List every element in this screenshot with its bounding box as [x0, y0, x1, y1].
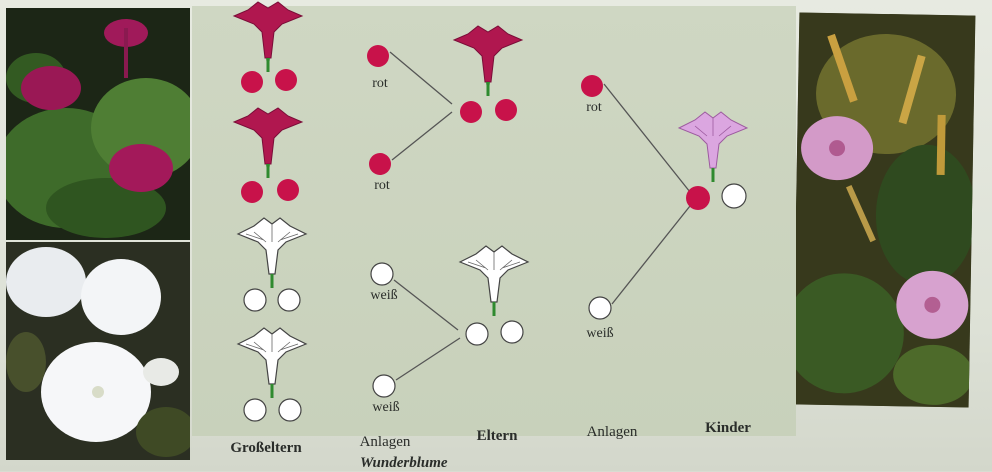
grandparent-white-flower-1 [238, 218, 306, 288]
red-allele [275, 69, 297, 91]
red-allele [495, 99, 517, 121]
white-allele [501, 321, 523, 343]
connector-line [392, 112, 452, 160]
parent-red-flower [454, 26, 522, 96]
anlage-label-weiss-3: weiß [586, 326, 613, 342]
red-allele [460, 101, 482, 123]
white-allele [589, 297, 611, 319]
grandparent-red-flower-2 [234, 108, 302, 178]
anlage-label-rot-2: rot [374, 178, 390, 194]
white-allele [278, 289, 300, 311]
red-allele [241, 181, 263, 203]
red-allele [367, 45, 389, 67]
figure-caption: Wunderblume [360, 455, 448, 472]
white-allele [244, 289, 266, 311]
red-allele [686, 186, 710, 210]
column-header-grosseltern: Großeltern [230, 440, 301, 457]
anlage-label-rot-3: rot [586, 100, 602, 116]
red-allele [241, 71, 263, 93]
white-allele [722, 184, 746, 208]
connector-line [394, 280, 458, 330]
connector-line [612, 206, 690, 304]
column-header-kinder: Kinder [705, 420, 751, 437]
anlage-label-weiss-2: weiß [372, 400, 399, 416]
anlage-label-rot-1: rot [372, 76, 388, 92]
white-allele [279, 399, 301, 421]
white-allele [244, 399, 266, 421]
white-allele [373, 375, 395, 397]
parent-white-flower [460, 246, 528, 316]
white-allele [371, 263, 393, 285]
connector-line [604, 84, 690, 192]
white-allele [466, 323, 488, 345]
column-header-eltern: Eltern [477, 428, 518, 445]
column-header-anlagen-1: Anlagen [360, 434, 411, 451]
red-allele [277, 179, 299, 201]
anlage-label-weiss-1: weiß [370, 288, 397, 304]
connector-line [396, 338, 460, 380]
red-allele [369, 153, 391, 175]
connector-line [390, 52, 452, 104]
child-pink-flower [679, 112, 747, 182]
grandparent-white-flower-2 [238, 328, 306, 398]
red-allele [581, 75, 603, 97]
grandparent-red-flower-1 [234, 2, 302, 72]
column-header-anlagen-2: Anlagen [587, 424, 638, 441]
